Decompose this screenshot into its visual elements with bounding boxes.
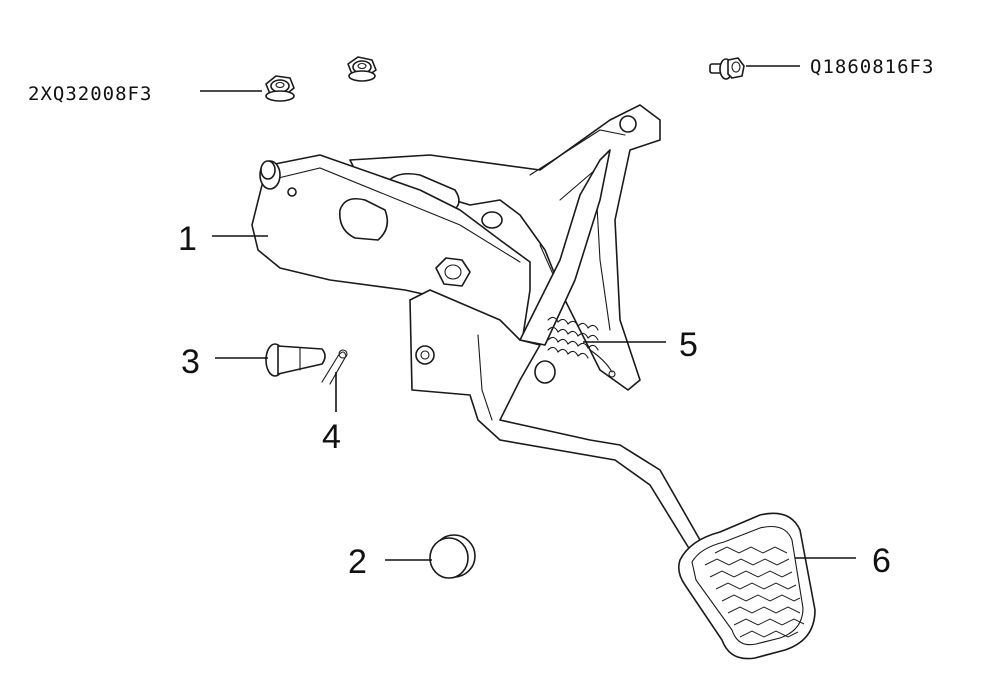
brake-pedal-arm (409, 149, 701, 551)
flange-nut-left (265, 75, 295, 102)
part-code-bolt: Q1860816F3 (810, 56, 934, 78)
return-spring (534, 316, 616, 384)
part-code-nut: 2XQ32008F3 (28, 83, 152, 105)
pivot-bolt (435, 211, 503, 287)
pedal-pad (678, 512, 816, 660)
flange-bolt (709, 57, 745, 80)
rubber-plug (429, 534, 476, 579)
callout-5: 5 (679, 326, 698, 364)
callout-4: 4 (322, 418, 341, 456)
callout-3: 3 (181, 343, 200, 381)
leader-lines (200, 65, 856, 561)
callout-6: 6 (872, 542, 891, 580)
pedal-tread-pattern (704, 546, 805, 638)
flange-nut-right (347, 56, 377, 82)
callout-2: 2 (348, 543, 367, 581)
callout-1: 1 (178, 220, 197, 258)
cotter-pin (321, 349, 348, 385)
clevis-pin (265, 343, 326, 377)
